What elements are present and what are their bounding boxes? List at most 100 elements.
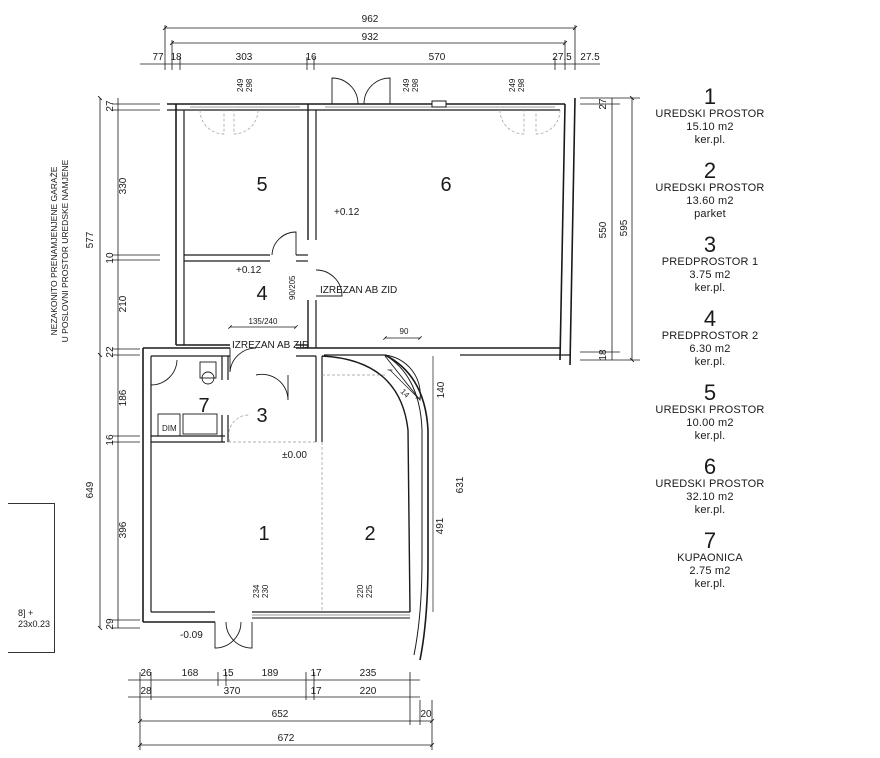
legend-number: 4 (703, 306, 717, 331)
bathroom-fixtures (150, 359, 218, 437)
window-label: 220 (356, 584, 365, 598)
window-label: 298 (245, 78, 254, 92)
dim-bottom-r2: 370 (224, 686, 241, 697)
room-legend: 1 UREDSKI PROSTOR 15.10 m2 ker.pl. 2 URE… (620, 86, 800, 604)
dim-top-seg-2: 18 (170, 52, 182, 63)
dim-right-total: 595 (619, 219, 630, 236)
window-label: 249 (508, 78, 517, 92)
legend-floor: ker.pl. (694, 430, 726, 442)
room-number-3: 3 (256, 405, 267, 427)
side-box-line-2: 23x0.23 (18, 619, 51, 629)
dim-bottom-r1: 168 (182, 668, 199, 679)
window-label: 298 (517, 78, 526, 92)
dim-bottom-r1: 17 (310, 668, 322, 679)
legend-area: 10.00 m2 (686, 417, 734, 429)
dim-left-upper-total: 577 (85, 231, 96, 248)
inner-dim-lines (228, 325, 434, 612)
bottom-dimension-lines (128, 672, 435, 750)
side-note-line-2: U POSLOVNI PROSTOR UREDSKE NAMJENE (60, 159, 70, 343)
dim-left-seg: 210 (118, 295, 129, 312)
dim-bottom-r2: 28 (140, 686, 152, 697)
dim-left-seg: 29 (105, 618, 116, 630)
top-window-frame (431, 100, 447, 108)
level-label: +0.12 (236, 265, 262, 276)
legend-item: 4 PREDPROSTOR 2 6.30 m2 ker.pl. (620, 308, 800, 369)
legend-area: 13.60 m2 (686, 195, 734, 207)
level-label: ±0.00 (282, 450, 307, 461)
legend-item: 5 UREDSKI PROSTOR 10.00 m2 ker.pl. (620, 382, 800, 443)
legend-area: 2.75 m2 (689, 565, 731, 577)
room-number-1: 1 (258, 523, 269, 545)
dim-left-seg: 22 (105, 346, 116, 358)
dim-bottom-r1: 189 (262, 668, 279, 679)
legend-number: 5 (703, 380, 717, 405)
legend-number: 7 (703, 528, 717, 553)
window-label: 249 (402, 78, 411, 92)
dim-left-seg: 10 (105, 252, 116, 264)
dim-left-seg: 330 (118, 177, 129, 194)
legend-floor: ker.pl. (694, 578, 726, 590)
dim-left-seg: 396 (118, 521, 129, 538)
room-number-5: 5 (256, 174, 267, 196)
walls (142, 97, 576, 661)
dim-bottom-r1: 235 (360, 668, 377, 679)
dim-top-seg-6: 27.5 (552, 52, 572, 63)
legend-number: 6 (703, 454, 717, 479)
dim-top-seg-4: 16 (305, 52, 317, 63)
side-box-line-1: 8] + (18, 608, 34, 618)
window-label: 249 (236, 78, 245, 92)
legend-area: 3.75 m2 (689, 269, 731, 281)
dim-right-seg: 18 (598, 349, 609, 361)
cut-wall-label-2: IZREZAN AB ZID (320, 285, 397, 296)
dim-curve-c: 491 (435, 517, 446, 534)
side-box (8, 503, 55, 653)
dim-bottom-r2: 17 (310, 686, 322, 697)
legend-item: 3 PREDPROSTOR 1 3.75 m2 ker.pl. (620, 234, 800, 295)
legend-floor: ker.pl. (694, 504, 726, 516)
top-dimension-lines (140, 25, 600, 70)
side-note: NEZAKONITO PRENAMJENJENE GARAŽE U POSLOV… (49, 151, 71, 351)
dim-bottom-r2: 220 (360, 686, 377, 697)
legend-number: 2 (703, 158, 717, 183)
legend-name: UREDSKI PROSTOR (655, 478, 765, 490)
dim-top-seg-3: 303 (236, 52, 253, 63)
dim-left-seg: 186 (118, 389, 129, 406)
dim-bottom-r3: 652 (272, 709, 289, 720)
room-number-6: 6 (440, 174, 451, 196)
dim-left-seg: 27 (105, 100, 116, 112)
legend-name: PREDPROSTOR 2 (661, 330, 759, 342)
legend-name: KUPAONICA (677, 552, 743, 564)
window-label: 225 (365, 584, 374, 598)
dim-overall-inner: 932 (362, 32, 379, 43)
side-note-line-1: NEZAKONITO PRENAMJENJENE GARAŽE (49, 166, 59, 336)
legend-item: 2 UREDSKI PROSTOR 13.60 m2 parket (620, 160, 800, 221)
legend-name: UREDSKI PROSTOR (655, 404, 765, 416)
legend-number: 1 (703, 84, 717, 109)
legend-name: UREDSKI PROSTOR (655, 108, 765, 120)
level-label: -0.09 (180, 630, 203, 641)
dim-top-seg-5: 570 (429, 52, 446, 63)
dim-curve-d: 90 (400, 327, 409, 336)
legend-floor: ker.pl. (694, 282, 726, 294)
legend-area: 15.10 m2 (686, 121, 734, 133)
window-label: 298 (411, 78, 420, 92)
dim-curve-a: 140 (436, 381, 447, 398)
opening-1-label: 135/240 (249, 317, 278, 326)
sink-fixture (182, 413, 218, 435)
opening-2-label: 90/205 (288, 275, 297, 300)
dashed-door-swings (199, 109, 561, 612)
legend-item: 7 KUPAONICA 2.75 m2 ker.pl. (620, 530, 800, 591)
dim-left-lower-total: 649 (85, 481, 96, 498)
dim-bottom-r1: 26 (140, 668, 152, 679)
dim-right-seg: 27 (598, 98, 609, 110)
dim-top-seg-1: 77 (152, 52, 164, 63)
legend-floor: parket (694, 208, 726, 220)
dim-curve-e: 14 (399, 387, 412, 400)
side-box-text: 8] + 23x0.23 (18, 608, 50, 630)
dim-curve-b: 631 (455, 476, 466, 493)
room-number-7: 7 (198, 395, 209, 417)
legend-name: UREDSKI PROSTOR (655, 182, 765, 194)
legend-floor: ker.pl. (694, 134, 726, 146)
dim-left-seg: 16 (105, 434, 116, 446)
